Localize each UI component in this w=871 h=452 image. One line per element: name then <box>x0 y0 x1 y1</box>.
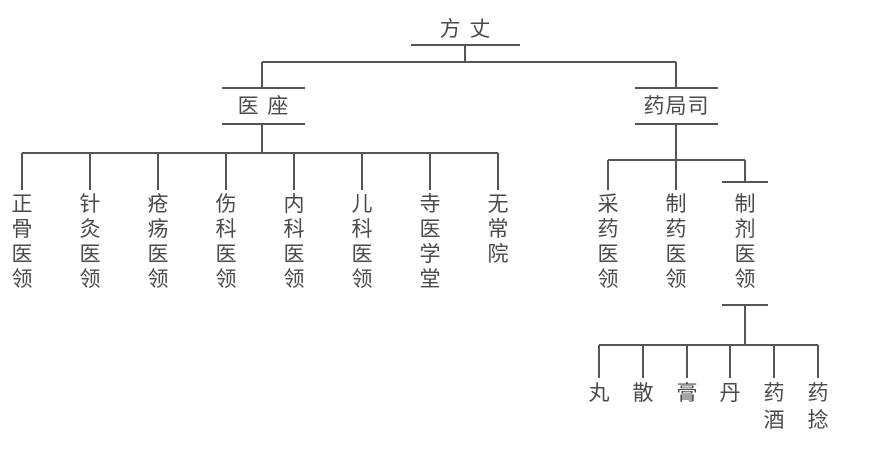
glyph: 医 <box>734 242 756 266</box>
glyph: 儿 <box>351 192 373 216</box>
node-zhenjiu[interactable]: 针灸医领 <box>77 192 103 292</box>
glyph: 采 <box>597 192 619 216</box>
node-zhiyao-label: 制药医领 <box>663 192 689 292</box>
glyph: 药 <box>665 217 687 241</box>
node-erke-label: 儿科医领 <box>349 192 375 292</box>
glyph: 医 <box>283 242 305 266</box>
node-gao[interactable]: 膏 <box>674 380 700 407</box>
node-zhenggu[interactable]: 正骨医领 <box>9 192 35 292</box>
node-zhiji-label: 制剂医领 <box>732 192 758 292</box>
node-caiyao-label: 采药医领 <box>595 192 621 292</box>
glyph: 领 <box>215 267 237 291</box>
node-dan-label: 丹 <box>717 380 743 407</box>
glyph: 领 <box>597 267 619 291</box>
glyph: 领 <box>11 267 33 291</box>
node-yaojusi[interactable]: 药局司 <box>635 91 718 121</box>
glyph: 制 <box>665 192 687 216</box>
glyph: 疡 <box>147 217 169 241</box>
glyph: 学 <box>419 242 441 266</box>
node-zhiyao[interactable]: 制药医领 <box>663 192 689 292</box>
glyph: 捻 <box>807 408 829 432</box>
glyph: 领 <box>665 267 687 291</box>
glyph: 散 <box>632 381 654 405</box>
glyph: 领 <box>79 267 101 291</box>
glyph: 医 <box>11 242 33 266</box>
node-siyixuetang-label: 寺医学堂 <box>417 192 443 292</box>
glyph: 内 <box>283 192 305 216</box>
node-fangzhang-label: 方 丈 <box>439 17 492 41</box>
node-chuangyang[interactable]: 疮疡医领 <box>145 192 171 292</box>
node-yaojusi-label: 药局司 <box>643 94 710 118</box>
node-yaojiu[interactable]: 药酒 <box>761 380 787 434</box>
node-erke[interactable]: 儿科医领 <box>349 192 375 292</box>
glyph: 医 <box>147 242 169 266</box>
glyph: 院 <box>487 242 509 266</box>
node-yaonian[interactable]: 药捻 <box>805 380 831 434</box>
node-san-label: 散 <box>630 380 656 407</box>
glyph: 医 <box>79 242 101 266</box>
glyph: 堂 <box>419 267 441 291</box>
node-siyixuetang[interactable]: 寺医学堂 <box>417 192 443 292</box>
node-yaojiu-label: 药酒 <box>761 380 787 434</box>
glyph: 领 <box>147 267 169 291</box>
glyph: 疮 <box>147 192 169 216</box>
node-neike-label: 内科医领 <box>281 192 307 292</box>
node-wuchangyuan-label: 无常院 <box>485 192 511 267</box>
node-yaonian-label: 药捻 <box>805 380 831 434</box>
node-wuchangyuan[interactable]: 无常院 <box>485 192 511 267</box>
glyph: 无 <box>487 192 509 216</box>
glyph: 正 <box>11 192 33 216</box>
node-neike[interactable]: 内科医领 <box>281 192 307 292</box>
node-zhenjiu-label: 针灸医领 <box>77 192 103 292</box>
node-zhiji[interactable]: 制剂医领 <box>732 192 758 292</box>
glyph: 医 <box>215 242 237 266</box>
glyph: 科 <box>215 217 237 241</box>
glyph: 科 <box>351 217 373 241</box>
glyph: 药 <box>763 381 785 405</box>
glyph: 药 <box>597 217 619 241</box>
glyph: 医 <box>419 217 441 241</box>
glyph: 膏 <box>676 381 698 405</box>
glyph: 领 <box>351 267 373 291</box>
glyph: 丸 <box>588 381 610 405</box>
node-wan-label: 丸 <box>586 380 612 407</box>
node-fangzhang[interactable]: 方 丈 <box>411 14 520 44</box>
glyph: 医 <box>597 242 619 266</box>
node-san[interactable]: 散 <box>630 380 656 407</box>
node-shangke-label: 伤科医领 <box>213 192 239 292</box>
glyph: 领 <box>283 267 305 291</box>
node-caiyao[interactable]: 采药医领 <box>595 192 621 292</box>
node-yizuo[interactable]: 医 座 <box>222 91 305 121</box>
glyph: 骨 <box>11 217 33 241</box>
glyph: 剂 <box>734 217 756 241</box>
glyph: 寺 <box>419 192 441 216</box>
node-yizuo-label: 医 座 <box>237 94 290 118</box>
glyph: 针 <box>79 192 101 216</box>
glyph: 酒 <box>763 408 785 432</box>
node-gao-label: 膏 <box>674 380 700 407</box>
glyph: 灸 <box>79 217 101 241</box>
glyph: 医 <box>665 242 687 266</box>
glyph: 领 <box>734 267 756 291</box>
glyph: 丹 <box>719 381 741 405</box>
node-shangke[interactable]: 伤科医领 <box>213 192 239 292</box>
glyph: 常 <box>487 217 509 241</box>
glyph: 医 <box>351 242 373 266</box>
glyph: 科 <box>283 217 305 241</box>
node-wan[interactable]: 丸 <box>586 380 612 407</box>
glyph: 制 <box>734 192 756 216</box>
node-zhenggu-label: 正骨医领 <box>9 192 35 292</box>
node-dan[interactable]: 丹 <box>717 380 743 407</box>
node-chuangyang-label: 疮疡医领 <box>145 192 171 292</box>
glyph: 伤 <box>215 192 237 216</box>
glyph: 药 <box>807 381 829 405</box>
